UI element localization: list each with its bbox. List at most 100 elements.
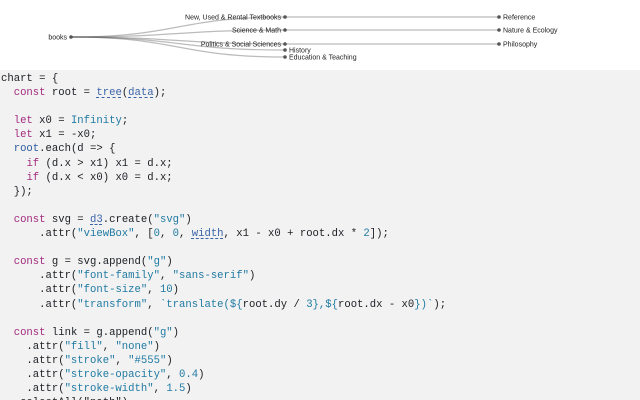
code-token: ) [185,213,192,226]
code-token: , [153,383,167,396]
code-token: `translate(${ [159,298,243,311]
code-token: ); [433,298,447,311]
code-token: x0 = [32,115,71,128]
code-token: const [13,213,46,226]
code-line: let x0 = Infinity; [1,115,128,127]
code-token: 10 [159,284,173,297]
tree-link [70,36,286,45]
code-reference-link[interactable]: width [191,228,224,241]
code-token: .attr( [1,340,65,353]
tree-level2-label: Philosophy [503,41,538,48]
code-token: "stroke" [64,354,116,367]
code-reference-link[interactable]: tree [96,87,122,100]
code-token: , x1 - x0 + root.dx * [223,228,364,241]
code-token: let [13,115,33,128]
code-token: "g" [147,256,167,269]
code-token: 3 [306,298,313,311]
code-line: }); [1,186,33,198]
code-token: , [ [134,228,154,241]
code-line: .attr("font-family", "sans-serif") [1,270,255,282]
code-line: if (d.x > x1) x1 = d.x; [1,157,173,170]
code-token [1,158,26,170]
code-token: .each(d => { [39,143,116,156]
code-token: , [159,270,173,283]
code-token: if [26,157,40,170]
code-token: })` [414,298,434,311]
tree-link [70,29,286,38]
code-token: ) [172,326,180,339]
code-token: }); [1,185,33,198]
code-token: 0 [172,228,180,241]
code-token: .attr( [1,228,78,241]
code-token: Infinity [70,115,122,128]
code-token: "font-size" [77,284,148,297]
code-token: ( [121,87,129,100]
code-token: , [179,228,192,241]
code-token: .attr( [1,383,65,396]
code-token: 0 [153,228,160,241]
code-token: ) [166,256,173,269]
tree-level1-node [283,28,287,32]
tree-level2-node [497,42,501,46]
tree-root-node [69,35,73,39]
code-reference-link[interactable]: d3 [90,213,103,226]
code-token: },${ [312,298,338,311]
code-token: , [147,298,160,311]
code-token: "g" [153,326,173,339]
code-token: if [26,171,40,184]
code-token: .selectAll("path") [1,397,128,400]
code-token: .attr( [1,270,78,283]
code-line: const g = svg.append("g") [1,256,173,268]
tree-level1-label: Education & Teaching [289,54,357,61]
code-token: const [13,87,46,100]
tree-link [70,36,286,58]
code-reference-link[interactable]: data [128,87,154,100]
code-token: ; [121,115,129,128]
tree-level1-node [283,42,287,46]
tree-level1-label: Politics & Social Sciences [201,41,282,48]
tree-link [70,16,286,38]
code-token: "none" [115,340,154,353]
code-token: (d.x > x1) x1 = d.x; [39,157,173,170]
code-token [1,256,14,268]
code-token [1,115,14,127]
code-line: .selectAll("path") [1,397,128,400]
code-line: const link = g.append("g") [1,327,179,339]
code-token: let [13,129,33,142]
code-token: g = svg.append( [45,256,148,269]
code-token: chart = { [1,73,59,85]
code-token [1,172,26,184]
code-token: 1.5 [166,383,186,396]
code-token: svg = [45,213,91,226]
code-token: .attr( [1,354,65,367]
code-token: root.dx - x0 [337,298,415,311]
tree-level1-label: Science & Math [232,27,281,34]
code-token: ) [248,270,256,283]
code-token: "svg" [153,213,186,226]
code-cell[interactable]: chart = { const root = tree(data); let x… [0,70,640,400]
code-token: , [159,228,173,241]
code-token: "stroke-width" [64,383,154,396]
code-token: x1 = -x0; [32,129,97,142]
code-token: , [166,368,180,381]
code-token: ) [185,383,192,396]
tree-level2-label: Reference [503,14,535,21]
code-token: "stroke-opacity" [64,368,167,381]
tree-root-label: books [48,34,67,41]
code-line: .attr("stroke-width", 1.5) [1,383,192,396]
code-token: const [13,256,46,269]
code-line: .attr("stroke", "#555") [1,354,172,367]
code-token: , [115,354,129,367]
code-token: root.dy / [242,298,307,311]
tree-level1-node [283,15,287,19]
code-line: chart = { [1,73,58,85]
code-line: .attr("stroke-opacity", 0.4) [1,369,204,381]
code-token: 2 [363,228,370,241]
code-editor[interactable]: chart = { const root = tree(data); let x… [0,70,640,400]
tree-level1-node [283,48,287,52]
code-line: .attr("viewBox", [0, 0, width, x1 - x0 +… [1,228,389,240]
code-token: "font-family" [77,270,160,283]
code-token: ) [172,284,180,297]
code-token: root [13,143,40,156]
